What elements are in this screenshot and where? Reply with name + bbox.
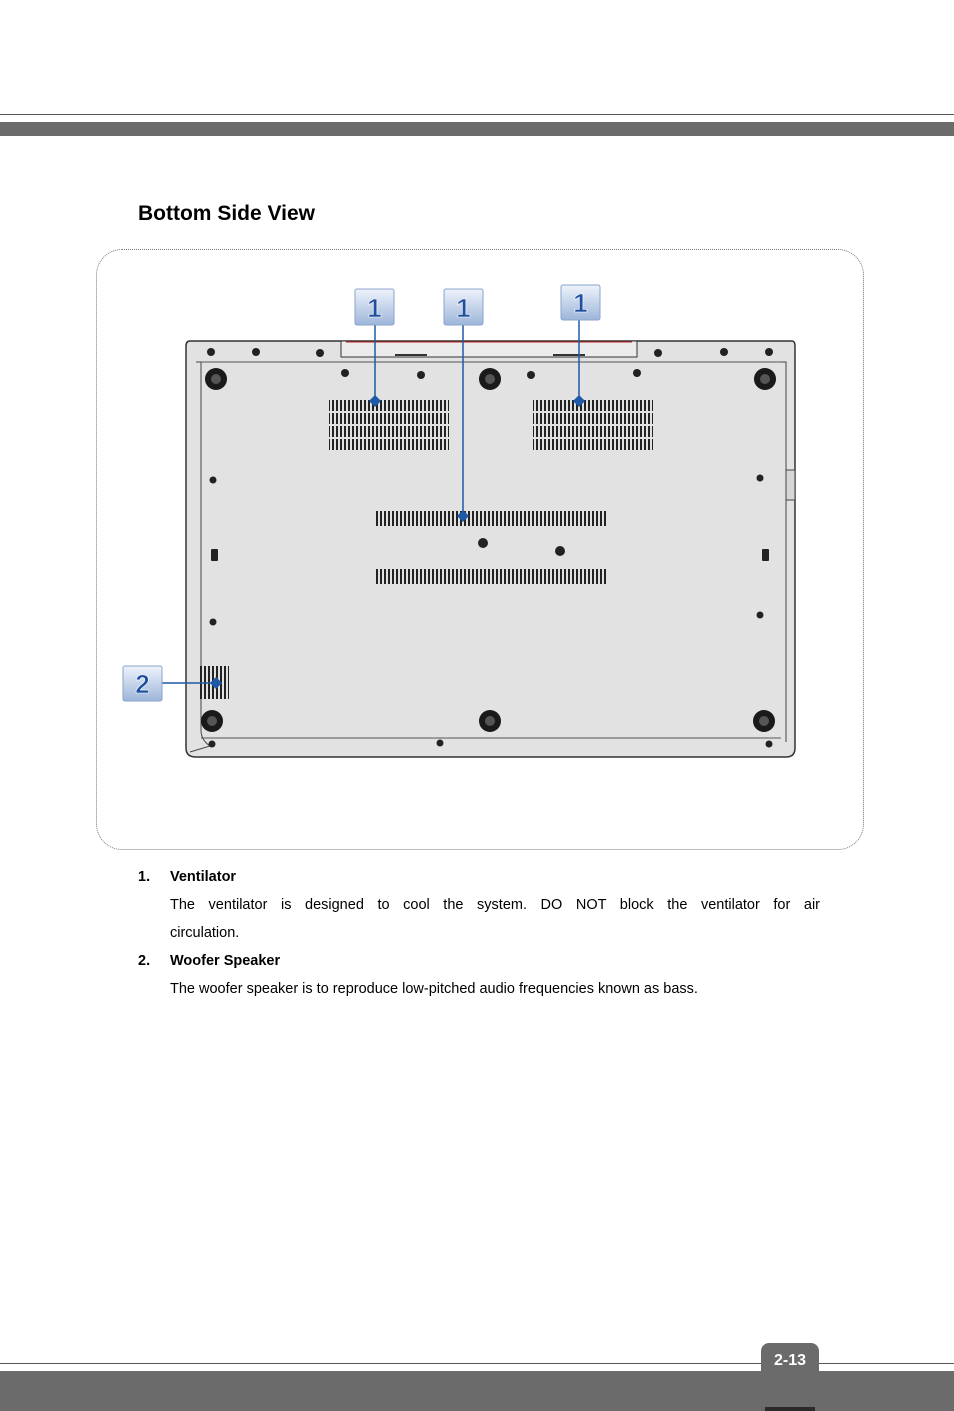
screws bbox=[207, 348, 773, 748]
figure-frame bbox=[96, 249, 864, 850]
callout-label-1b: 1 bbox=[456, 293, 470, 323]
item-number: 1. bbox=[138, 869, 151, 885]
footer-rule bbox=[0, 1363, 954, 1364]
header-rule bbox=[0, 114, 954, 115]
callout-label-1c: 1 bbox=[573, 288, 587, 318]
item-description-line: The woofer speaker is to reproduce low-p… bbox=[170, 981, 698, 997]
rubber-feet bbox=[201, 368, 776, 732]
section-title: Bottom Side View bbox=[138, 202, 315, 225]
item-title: Ventilator bbox=[170, 869, 237, 885]
ventilator-grilles bbox=[329, 400, 653, 584]
callout-badge-2: 2 bbox=[122, 665, 163, 702]
callout-label-2: 2 bbox=[135, 669, 149, 699]
callout-badge-1b: 1 bbox=[443, 288, 484, 326]
page-tab-foot bbox=[765, 1407, 815, 1411]
callout-badge-1a: 1 bbox=[354, 288, 395, 326]
list-item: 1. Ventilator The ventilator is designed… bbox=[138, 863, 820, 947]
item-description-line: The ventilator is designed to cool the s… bbox=[170, 897, 820, 913]
page-number: 2-13 bbox=[761, 1343, 819, 1381]
laptop-chassis bbox=[185, 340, 796, 758]
header-bar bbox=[0, 122, 954, 136]
item-description-line: circulation. bbox=[170, 925, 240, 941]
callout-badge-1c: 1 bbox=[560, 284, 601, 321]
item-title: Woofer Speaker bbox=[170, 953, 281, 969]
component-list: 1. Ventilator The ventilator is designed… bbox=[138, 863, 820, 1003]
item-number: 2. bbox=[138, 953, 151, 969]
bottom-view-diagram: 1 1 1 2 bbox=[122, 284, 796, 758]
callout-lines bbox=[162, 320, 586, 690]
callout-label-1a: 1 bbox=[367, 293, 381, 323]
list-item: 2. Woofer Speaker The woofer speaker is … bbox=[138, 947, 820, 1003]
